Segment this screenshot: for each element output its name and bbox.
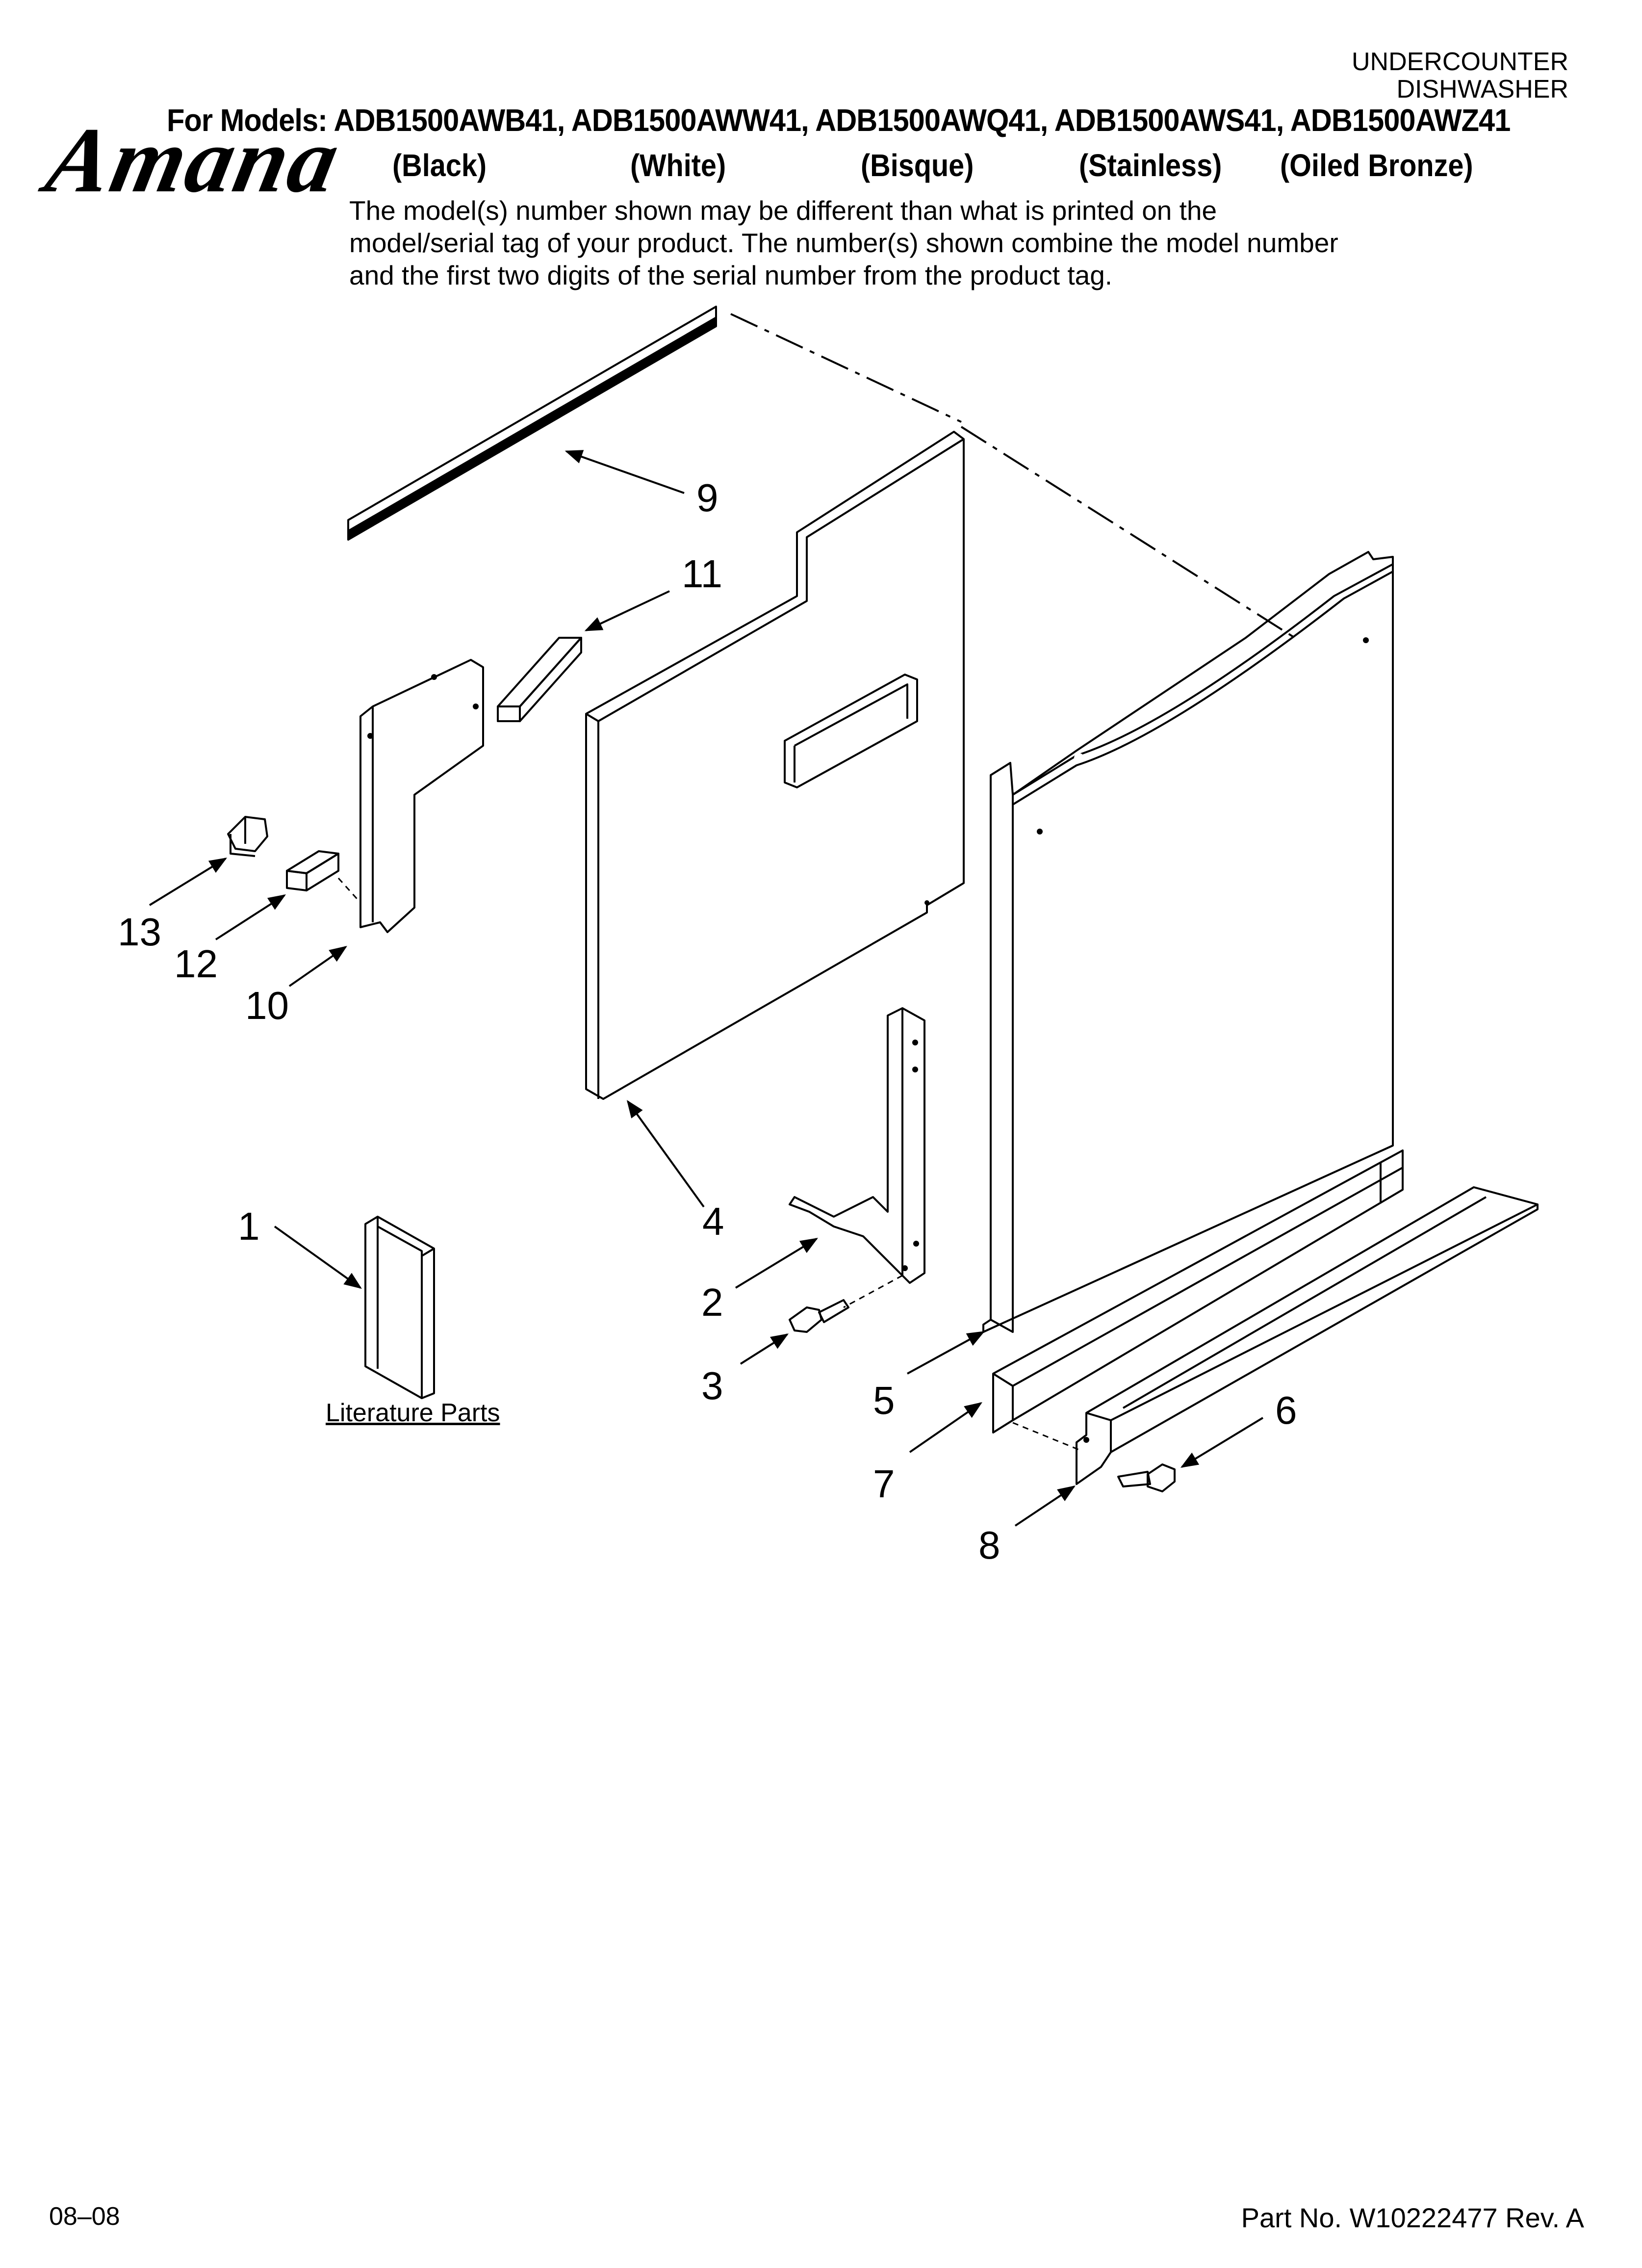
model-disclaimer: The model(s) number shown may be differe…	[349, 195, 1338, 290]
alignment-line-right	[960, 426, 1296, 639]
color-oiled-bronze: (Oiled Bronze)	[1280, 148, 1473, 183]
callout-1: 1	[238, 1204, 260, 1248]
doc-type-line1: UNDERCOUNTER	[1352, 48, 1568, 76]
callout-12: 12	[174, 942, 218, 986]
leader-3	[740, 1333, 789, 1365]
callout-2: 2	[701, 1280, 723, 1324]
leader-13	[149, 858, 228, 906]
leader-5	[907, 1331, 985, 1375]
part-11-spacer-block	[497, 637, 582, 722]
callout-9: 9	[696, 476, 718, 520]
leader-9	[564, 450, 685, 494]
color-white: (White)	[630, 148, 726, 183]
part-1-literature-booklet	[364, 1216, 435, 1399]
doc-type-line2: DISHWASHER	[1396, 75, 1568, 104]
callout-8: 8	[978, 1523, 1001, 1567]
callout-6: 6	[1275, 1388, 1297, 1432]
part-7-kickplate	[992, 1149, 1404, 1434]
document-type: UNDERCOUNTER DISHWASHER	[1352, 48, 1568, 103]
part-6-screw	[1117, 1463, 1176, 1492]
leader-1	[274, 1225, 362, 1289]
callout-7: 7	[873, 1462, 895, 1506]
part-13-clip	[227, 816, 268, 857]
leader-8	[1014, 1486, 1076, 1527]
color-stainless: (Stainless)	[1079, 148, 1222, 183]
leader-11	[584, 590, 670, 631]
leader-7	[909, 1402, 982, 1453]
callout-10: 10	[245, 984, 289, 1027]
callout-13: 13	[118, 910, 161, 954]
alignment-line-12	[337, 877, 361, 904]
callout-11: 11	[682, 552, 723, 596]
leader-10	[288, 945, 347, 987]
callout-3: 3	[701, 1364, 723, 1408]
part-2-hinge	[789, 1007, 925, 1284]
callout-4: 4	[702, 1199, 724, 1243]
leader-4	[626, 1100, 705, 1208]
part-9-trim-strip	[347, 306, 717, 541]
part-4-door-panel	[585, 431, 965, 1100]
alignment-line-8	[1012, 1422, 1079, 1451]
literature-parts-label: Literature Parts	[326, 1399, 500, 1427]
part-number: Part No. W10222477 Rev. A	[1241, 2202, 1584, 2233]
leader-2	[735, 1238, 819, 1289]
alignment-line-3	[843, 1275, 903, 1308]
part-8-toe-panel	[1076, 1186, 1539, 1485]
date-code: 08–08	[49, 2202, 120, 2231]
alignment-line-top	[730, 313, 962, 423]
callout-5: 5	[873, 1379, 895, 1422]
part-12-block	[286, 850, 339, 891]
leader-6	[1180, 1417, 1264, 1468]
part-3-screw	[789, 1299, 849, 1333]
models-line: For Models: ADB1500AWB41, ADB1500AWW41, …	[167, 103, 1511, 138]
color-bisque: (Bisque)	[861, 148, 974, 183]
part-10-door-bracket	[359, 659, 484, 933]
leader-12	[215, 894, 286, 940]
part-5-outer-door-panel	[982, 551, 1394, 1333]
color-black: (Black)	[392, 148, 487, 183]
